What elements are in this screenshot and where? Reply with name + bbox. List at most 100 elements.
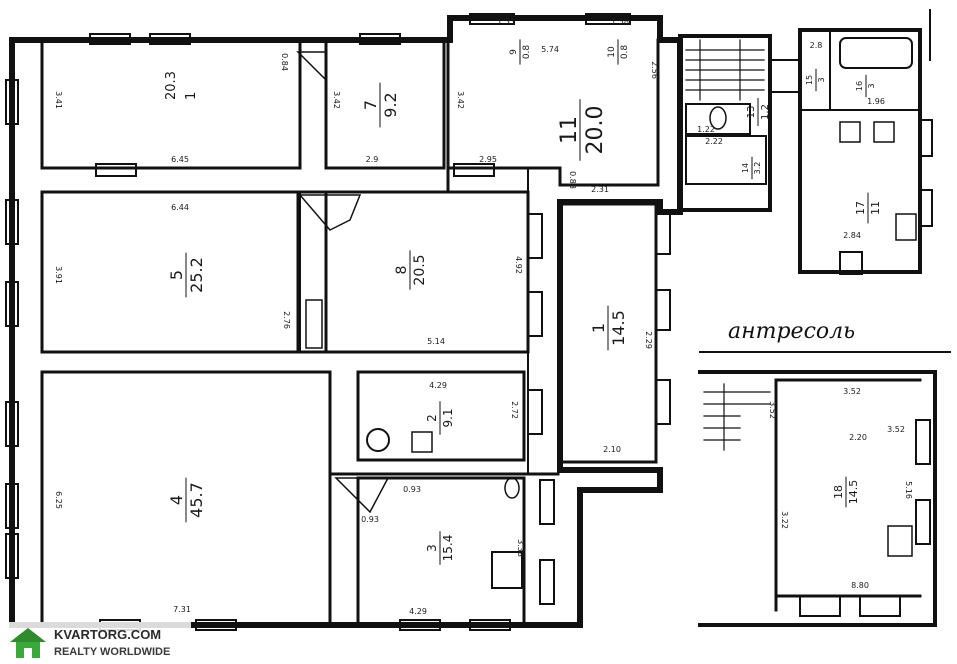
dimension-label: 5.16 xyxy=(904,481,913,499)
dimension-label: 4.92 xyxy=(514,256,523,274)
stair-main xyxy=(296,51,390,514)
room-id: 11 xyxy=(557,116,582,144)
dimension-label: 4.29 xyxy=(429,381,447,390)
room-area: 14.5 xyxy=(847,480,860,505)
dimension-label: 2.56 xyxy=(650,61,659,79)
dimension-label: 3.52 xyxy=(768,401,777,419)
dimension-label: 8.80 xyxy=(851,581,869,590)
room-id: 13 xyxy=(746,106,757,119)
dimension-label: 3.41 xyxy=(54,91,63,109)
room-id: 10 xyxy=(607,46,617,58)
room-area: 11 xyxy=(869,201,882,215)
room-area: 0.8 xyxy=(522,45,532,60)
room-area: 15.4 xyxy=(441,535,455,562)
dimension-label: 0.84 xyxy=(280,53,289,71)
room-id: 8 xyxy=(394,266,410,275)
room-18-outline xyxy=(698,370,937,627)
left-windows xyxy=(5,79,19,579)
dimension-label: 2.95 xyxy=(479,155,497,164)
dimension-label: 2.10 xyxy=(603,445,621,454)
dimension-label: 2.8 xyxy=(810,41,823,50)
room-1-outline xyxy=(558,202,658,464)
outer-wall xyxy=(9,15,683,628)
room-labels: 1 20.3 xyxy=(164,71,199,100)
top-windows xyxy=(89,13,631,631)
dimension-label: 2.22 xyxy=(705,137,723,146)
room-6-id: 1 xyxy=(184,92,199,100)
logo-tagline: REALTY WORLDWIDE xyxy=(54,646,170,658)
dimension-label: 3.42 xyxy=(332,91,341,109)
room-area: 3 xyxy=(817,77,826,82)
dimension-label: 0.93 xyxy=(403,485,421,494)
dimension-label: 2.76 xyxy=(282,311,291,329)
dimension-label: 5.14 xyxy=(427,337,445,346)
room-id: 4 xyxy=(167,495,186,505)
dimension-label: 2.31 xyxy=(591,185,609,194)
room-area: 3 xyxy=(867,83,876,88)
room-11-outline xyxy=(446,38,660,187)
dimension-label: 3.22 xyxy=(780,511,789,529)
dimension-label: 0.93 xyxy=(361,515,379,524)
room-2-outline xyxy=(356,370,526,462)
dimension-label: 6.44 xyxy=(171,203,189,212)
right-windows xyxy=(527,213,671,605)
room-area: 0.8 xyxy=(620,45,630,60)
room-area: 45.7 xyxy=(187,482,206,518)
room-id: 3 xyxy=(425,544,439,552)
dimension-label: 7.31 xyxy=(173,605,191,614)
room-area: 20.5 xyxy=(412,254,428,285)
room-6-area: 20.3 xyxy=(164,71,179,100)
logo-name: KVARTORG.COM xyxy=(54,627,161,642)
room-id: 1 xyxy=(589,323,608,333)
house-icon xyxy=(10,628,46,658)
mezzanine-label: антресоль xyxy=(728,319,855,344)
dimension-label: 1.33 xyxy=(497,17,515,26)
dimension-label: 0.88 xyxy=(568,171,577,189)
dimension-label: 2.84 xyxy=(843,231,861,240)
room-7-outline xyxy=(324,38,446,170)
dimension-label: 1.96 xyxy=(867,97,885,106)
room-area: 20.0 xyxy=(583,106,608,155)
room-id: 16 xyxy=(855,81,864,91)
dimension-label: 2.9 xyxy=(366,155,379,164)
room-id: 18 xyxy=(832,485,845,499)
dimension-label: 1.22 xyxy=(697,125,715,134)
room-id: 5 xyxy=(167,270,186,280)
room-id: 9 xyxy=(509,49,519,55)
dimension-label: 2.20 xyxy=(849,433,867,442)
dimension-label: 6.45 xyxy=(171,155,189,164)
room-id: 7 xyxy=(361,100,380,110)
room-id: 2 xyxy=(425,414,439,422)
room-6-label: 1 20.3 xyxy=(164,71,199,100)
dimension-labels: 6.456.443.413.916.257.312.93.422.953.425… xyxy=(54,17,913,616)
dimension-label: 3.52 xyxy=(843,387,861,396)
dimension-label: 2.29 xyxy=(644,331,653,349)
room-6-outline xyxy=(40,38,302,170)
service-block-outline xyxy=(678,34,772,212)
dimension-label: 3.91 xyxy=(54,266,63,284)
dimension-label: 2.72 xyxy=(510,401,519,419)
room-id: 15 xyxy=(805,75,814,85)
site-logo: KVARTORG.COM REALTY WORLDWIDE xyxy=(6,622,191,662)
room-id: 14 xyxy=(741,163,750,173)
dimension-label: 4.29 xyxy=(409,607,427,616)
room-17-outline xyxy=(798,28,922,274)
dimension-label: 3.42 xyxy=(456,91,465,109)
dimension-label: 5.74 xyxy=(541,45,559,54)
